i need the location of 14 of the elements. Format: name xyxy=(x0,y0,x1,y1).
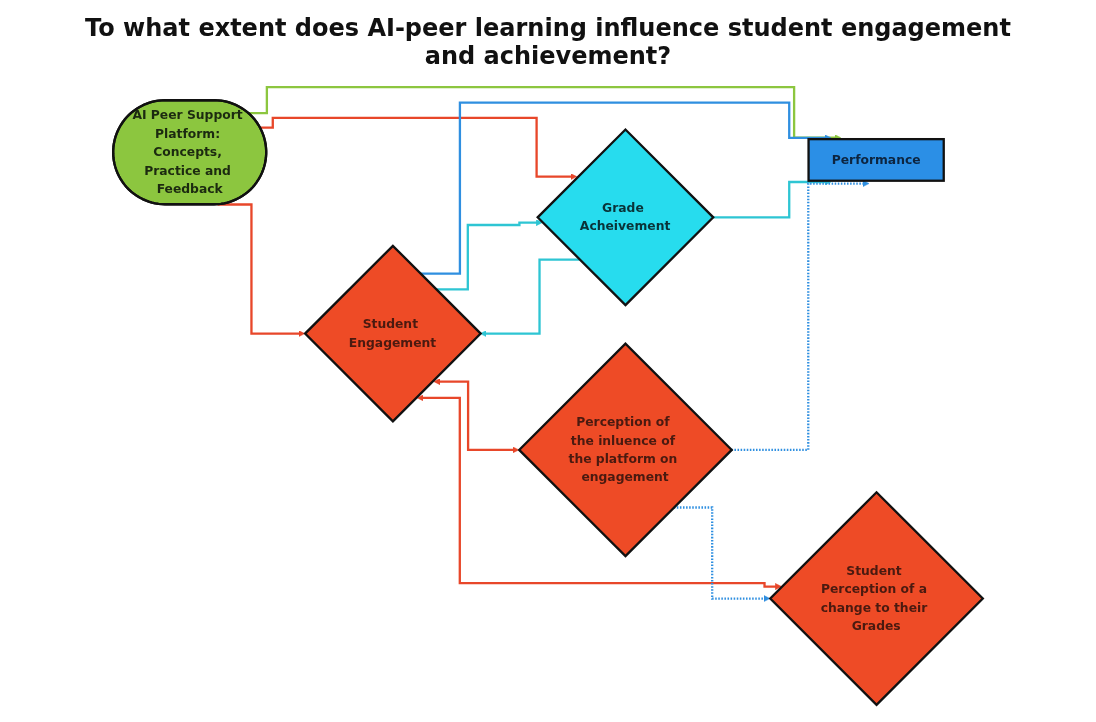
arrow xyxy=(480,258,580,337)
arrow xyxy=(436,219,543,291)
node-box: Performance xyxy=(807,138,945,182)
node-diamond: Student Perception of a change to their Grades xyxy=(768,490,985,707)
arrow xyxy=(420,101,832,275)
node-diamond: Perception of the inluence of the platform on engagement xyxy=(517,342,734,558)
arrow xyxy=(712,178,832,219)
arrow xyxy=(433,378,520,454)
arrow xyxy=(731,180,870,452)
arrow xyxy=(260,116,578,180)
arrow xyxy=(417,394,782,590)
node-diamond: Student Engagement xyxy=(303,244,483,424)
node-diamond: Grade Acheivement xyxy=(536,127,715,307)
title: To what extent does AI-peer learning influence student engagement and achievement? xyxy=(84,14,1012,70)
